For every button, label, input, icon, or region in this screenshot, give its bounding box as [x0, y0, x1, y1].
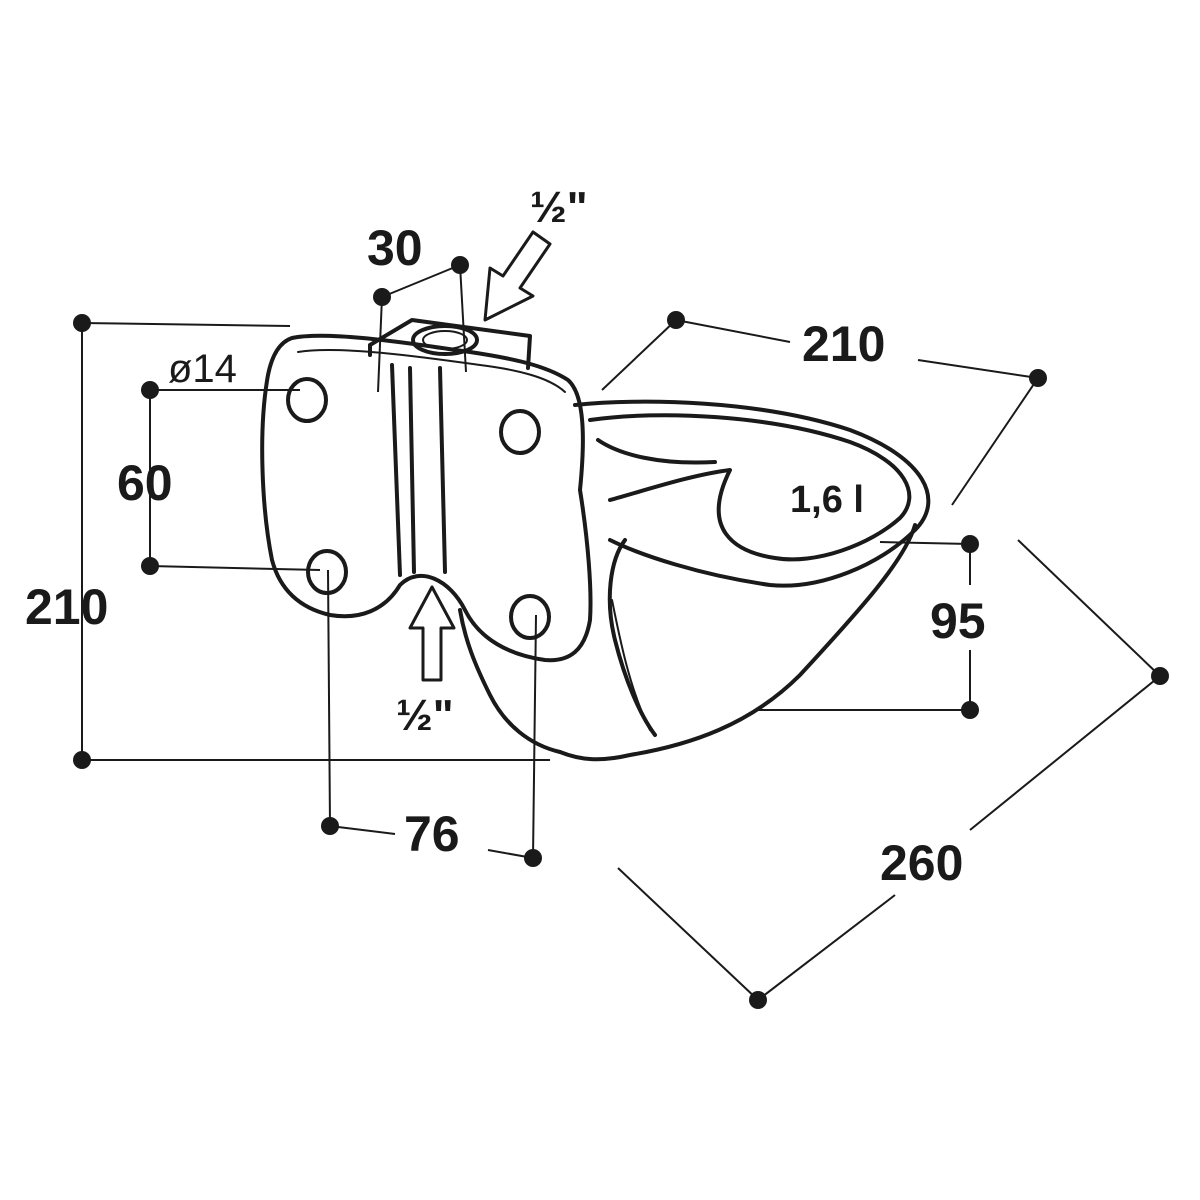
dimension-lines	[73, 256, 1169, 1009]
bolt-h-dot-right	[524, 849, 542, 867]
mounting-holes	[286, 377, 551, 640]
bowl-h-ext-top	[879, 541, 971, 545]
width-top-label: 210	[802, 316, 885, 372]
wall-plate-edge	[297, 348, 566, 393]
bolt-h-ext-left	[327, 569, 331, 827]
width-ext-right	[951, 377, 1039, 506]
bowl-body-crease	[611, 599, 651, 731]
bolt-v-dot-top	[141, 381, 159, 399]
thread-top-arrow-icon	[483, 230, 552, 322]
hole-diameter-label: ø14	[168, 347, 237, 391]
width-ext-left	[601, 319, 677, 391]
depth-label: 260	[880, 835, 963, 891]
bolt-spacing-vertical-label: 60	[117, 455, 173, 511]
depth-dot-bottom	[749, 991, 767, 1009]
inlet-ext-right	[459, 264, 467, 373]
bowl-h-dot-bottom	[961, 701, 979, 719]
bowl-rim-outer	[573, 399, 931, 588]
bowl-body-front	[607, 538, 657, 737]
hole-bottom-right	[509, 594, 551, 640]
inlet-dot-right	[451, 256, 469, 274]
depth-dim-line-top	[969, 675, 1161, 831]
bolt-h-ext-right	[532, 614, 537, 859]
hole-bottom-left	[306, 549, 348, 595]
width-dot-left	[667, 311, 685, 329]
inlet-arrows	[408, 230, 552, 682]
thread-bottom-arrow-icon	[408, 585, 456, 682]
wall-plate	[260, 333, 593, 663]
width-dot-right	[1029, 369, 1047, 387]
inlet-dot-left	[373, 288, 391, 306]
bowl-height-label: 95	[930, 593, 986, 649]
width-dim-line-right	[917, 359, 1039, 379]
height-dot-top	[73, 314, 91, 332]
inlet-thread	[411, 324, 479, 356]
bolt-h-dot-left	[321, 817, 339, 835]
thread-top-label: ½"	[530, 183, 588, 232]
height-ext-top	[81, 322, 291, 327]
bowl-h-dot-top	[961, 535, 979, 553]
inlet-block	[368, 318, 532, 370]
hole-top-right	[499, 409, 541, 455]
dimension-labels: 210 210 260 60 76 30 ø14 95 1,6 l ½" ½"	[25, 183, 986, 891]
capacity-label: 1,6 l	[790, 479, 864, 521]
width-dim-line-left	[675, 319, 791, 343]
height-dot-bottom	[73, 751, 91, 769]
bolt-spacing-horizontal-label: 76	[404, 806, 460, 862]
depth-ext-top	[1017, 539, 1161, 677]
height-total-label: 210	[25, 579, 108, 635]
bowl-inner-trough	[596, 438, 717, 465]
bolt-v-ext-bottom	[149, 565, 321, 571]
inlet-dim-line	[381, 264, 461, 298]
bowl-rim-inner	[588, 413, 912, 562]
inlet-ext-left	[377, 296, 383, 393]
thread-bottom-label: ½"	[396, 691, 454, 740]
depth-dim-line-bottom	[757, 894, 896, 1001]
vertical-channel	[390, 363, 447, 577]
hole-top-left	[286, 377, 328, 423]
water-bowl-outline	[260, 318, 931, 762]
bolt-v-dot-bottom	[141, 557, 159, 575]
bowl-body	[558, 523, 917, 762]
depth-dot-top	[1151, 667, 1169, 685]
bolt-h-dim-line-left	[329, 825, 396, 835]
inlet-width-label: 30	[367, 220, 423, 276]
inlet-thread-inner	[422, 330, 468, 350]
depth-ext-bottom	[617, 867, 759, 1001]
